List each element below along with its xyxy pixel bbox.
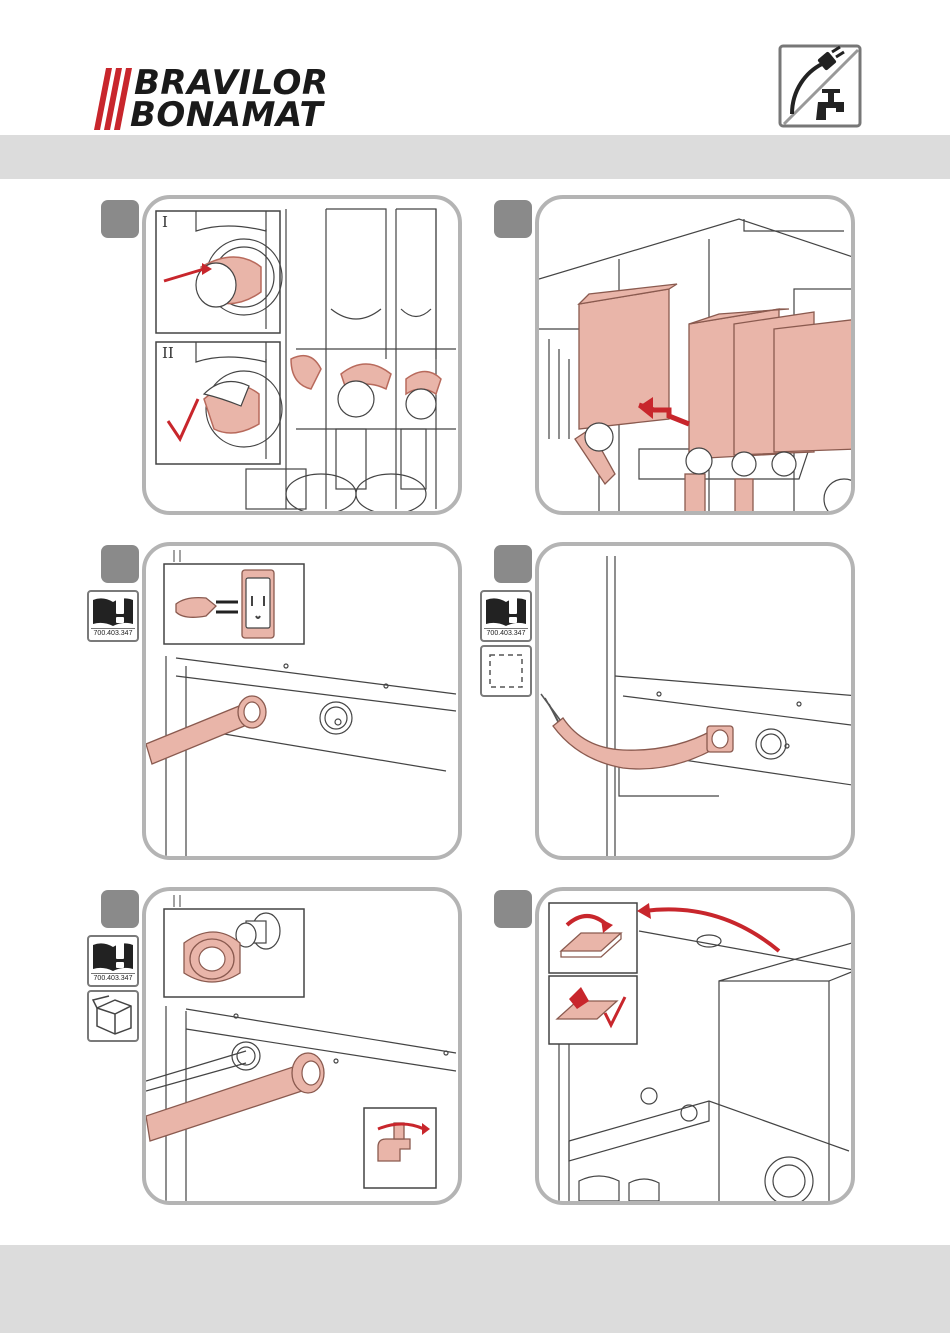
step-1-number [101,200,139,238]
step-1-panel: I II [142,195,462,515]
step-2-panel [535,195,855,515]
step-5-number [101,890,139,928]
inset-label-2: II [162,344,174,362]
inset-label-1: I [162,213,168,231]
step-5-part-number: 700.403.347 [91,973,135,983]
power-water-disconnect-icon [778,44,862,128]
step-3-manual-icon: 700.403.347 [87,590,139,642]
step-4-manual-icon: 700.403.347 [480,590,532,642]
step-4-panel [535,542,855,860]
step-3-panel [142,542,462,860]
step-4-part-number: 700.403.347 [484,628,528,638]
step-2-number [494,200,532,238]
logo-stripes-icon [92,66,134,132]
step-5-panel [142,887,462,1205]
step-4-dashed-box-icon [480,645,532,697]
step-6-panel [535,887,855,1205]
step-5-package-box-icon [87,990,139,1042]
step-4-number [494,545,532,583]
step-6-number [494,890,532,928]
footer-band [0,1245,950,1333]
step-3-number [101,545,139,583]
brand-logo: BRAVILOR BONAMAT [92,66,352,132]
header-band [0,135,950,179]
brand-line-2: BONAMAT [130,98,323,132]
step-5-manual-icon: 700.403.347 [87,935,139,987]
step-3-part-number: 700.403.347 [91,628,135,638]
